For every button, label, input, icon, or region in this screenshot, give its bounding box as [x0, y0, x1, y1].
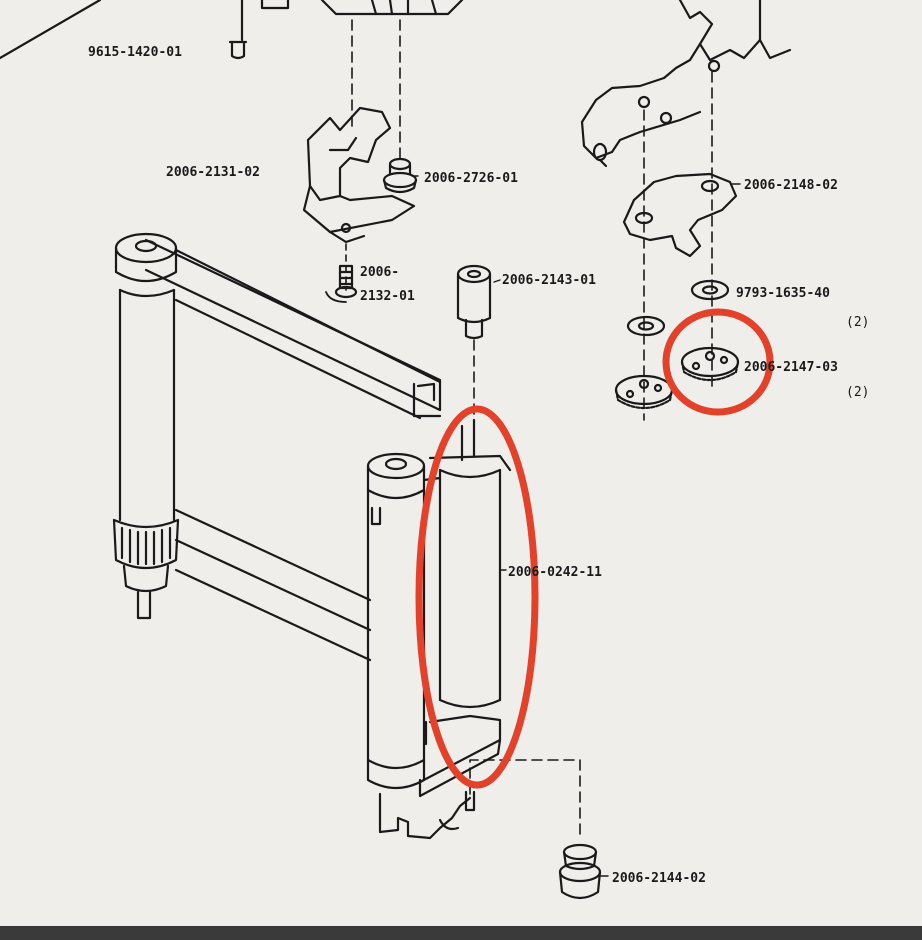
label-2006-0242-11: 2006-0242-11	[508, 565, 602, 580]
frame-plate	[580, 0, 792, 168]
label-9793-qty: (2)	[846, 315, 869, 330]
roller-frame	[144, 238, 442, 662]
label-9793-1635-40: 9793-1635-40	[736, 286, 830, 301]
bushing-2006-2144-02	[558, 843, 602, 900]
bushing-2006-2143-01	[456, 264, 492, 421]
roller-2006-0242-11	[418, 418, 512, 798]
top-housing	[240, 0, 464, 42]
screw-2006-2132-01	[325, 243, 358, 303]
screw-9615-1420-01	[228, 40, 248, 60]
label-2006-2147-03: 2006-2147-03	[744, 360, 838, 375]
label-2006-2143-01: 2006-2143-01	[502, 273, 596, 288]
label-9615-1420-01: 9615-1420-01	[88, 45, 182, 60]
label-2006-2131-02: 2006-2131-02	[166, 165, 260, 180]
label-2147-qty: (2)	[846, 385, 869, 400]
label-2006-2148-02: 2006-2148-02	[744, 178, 838, 193]
bracket-2006-2131-02	[302, 106, 416, 244]
label-2006-2132-01-line1: 2006-	[360, 265, 399, 280]
highlight-roller-oval	[415, 405, 539, 789]
bushing-2006-2726-01	[382, 157, 418, 194]
washer-9793-1635-40	[626, 279, 730, 337]
left-roller	[112, 232, 180, 620]
leader-line-top-left	[0, 0, 102, 60]
label-2006-2132-01-line2: 2132-01	[360, 289, 415, 304]
bottom-hook-bracket	[378, 759, 581, 841]
lever-2006-2148-02	[622, 172, 738, 258]
label-2006-2144-02: 2006-2144-02	[612, 871, 706, 886]
bottom-bar	[0, 926, 922, 940]
label-2006-2726-01: 2006-2726-01	[424, 171, 518, 186]
gear-2006-2147-03	[614, 346, 740, 410]
highlight-gear-circle	[662, 308, 774, 416]
right-roller	[366, 452, 426, 790]
leader-line	[493, 279, 501, 283]
